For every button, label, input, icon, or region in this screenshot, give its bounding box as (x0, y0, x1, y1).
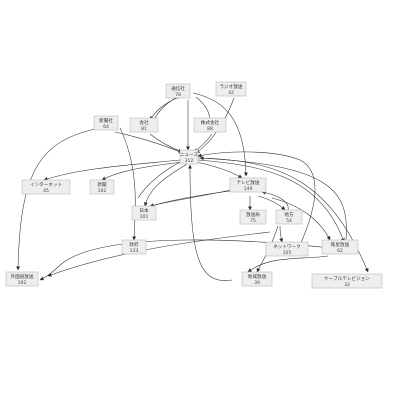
edge (193, 133, 213, 153)
node-label: 地域放送 (248, 273, 267, 280)
node-chiho: 地方 54 (275, 209, 303, 225)
node-gaikoku: 外国語放送 192 (5, 271, 39, 287)
edge (149, 95, 185, 121)
edge (195, 161, 243, 179)
node-terebi: テレビ放送 149 (229, 177, 267, 193)
edge (143, 161, 191, 207)
node-count: 192 (18, 280, 27, 286)
node-label: 政府 (129, 241, 139, 248)
edge (261, 190, 289, 211)
edge (197, 159, 345, 243)
node-count: 32 (344, 282, 350, 288)
node-label: テレビ放送 (237, 179, 260, 186)
edge (197, 151, 316, 246)
node-internet: インターネット 45 (21, 179, 71, 195)
node-count: 54 (286, 218, 292, 224)
node-chiiki: 地域放送 39 (241, 271, 273, 287)
edge (143, 188, 239, 209)
node-label: 日本 (139, 207, 149, 214)
edge (149, 187, 241, 208)
edge (137, 159, 185, 199)
node-count: 78 (175, 92, 181, 98)
node-count: 133 (130, 248, 139, 254)
node-label: 株式会社 (201, 119, 220, 126)
node-label: ネットワーク (273, 244, 301, 250)
node-nihon: 日本 101 (131, 205, 157, 221)
node-label: ケーブルテレビジョン (324, 275, 370, 282)
node-count: 64 (103, 124, 109, 130)
node-count: 101 (140, 214, 149, 220)
edge (257, 195, 286, 211)
node-eisei: 衛星放送 62 (321, 239, 359, 255)
edge (16, 127, 101, 271)
node-kaisha: 会社 81 (129, 117, 159, 133)
node-count: 81 (141, 126, 147, 132)
node-news: ニュース 312 (179, 149, 199, 165)
edge (279, 225, 284, 243)
node-count: 102 (98, 188, 107, 194)
node-label: 放送局 (246, 211, 260, 218)
node-label: 地方 (284, 211, 294, 218)
node-label: 通信社 (171, 85, 185, 92)
node-count: 312 (185, 158, 194, 164)
node-hachou: ラジオ放送 42 (215, 81, 247, 97)
node-count: 62 (337, 248, 343, 254)
node-count: 88 (207, 126, 213, 132)
edge (149, 133, 183, 153)
node-shinbunsha: 新聞社 64 (93, 115, 119, 131)
edge (43, 159, 181, 181)
node-count: 39 (254, 280, 260, 286)
node-seifu: 政府 133 (121, 239, 147, 255)
node-tsushinsha: 通信社 78 (165, 83, 191, 99)
node-shinbun: 新聞 102 (89, 179, 115, 195)
node-count: 42 (228, 90, 234, 96)
node-label: 新聞 (97, 181, 107, 188)
edge (192, 92, 248, 177)
edges (16, 92, 369, 281)
node-label: 新聞社 (99, 117, 113, 124)
node-label: 会社 (139, 119, 149, 126)
node-count: 75 (250, 218, 256, 224)
edge (101, 161, 183, 181)
node-label: ニュース (180, 152, 199, 158)
edge (199, 156, 347, 241)
node-count: 105 (283, 250, 292, 256)
node-kabushiki: 株式会社 88 (193, 117, 227, 133)
node-label: インターネット (30, 181, 62, 188)
node-tv-network: ネットワーク 105 (265, 241, 309, 257)
node-count: 45 (43, 188, 49, 194)
edge (188, 164, 233, 281)
edge (47, 231, 271, 277)
node-count: 149 (244, 186, 253, 192)
node-cable: ケーブルテレビジョン 32 (311, 273, 383, 289)
node-label: 衛星放送 (331, 241, 350, 248)
edge (119, 127, 137, 241)
edge (247, 255, 329, 273)
node-label: 外国語放送 (11, 273, 34, 280)
edge (114, 131, 184, 154)
node-hoso: 放送局 75 (239, 209, 267, 225)
node-label: ラジオ放送 (220, 83, 243, 90)
